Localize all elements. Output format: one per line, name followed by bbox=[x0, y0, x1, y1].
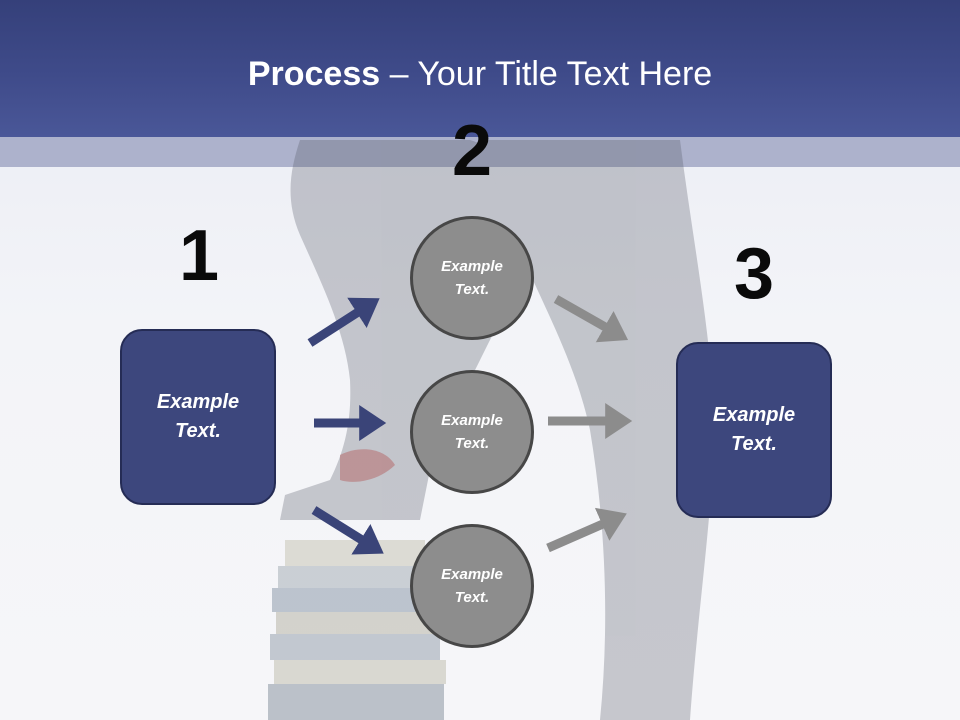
arrow-right-icon bbox=[307, 297, 380, 347]
book-stack bbox=[268, 540, 446, 720]
step-number-3: 3 bbox=[733, 234, 775, 314]
title-text: Your Title Text Here bbox=[417, 55, 713, 93]
circle-text: Example Text. bbox=[441, 412, 503, 452]
arrow-right-icon bbox=[311, 506, 384, 555]
shoe-accent bbox=[340, 449, 395, 482]
step-number-1: 1 bbox=[178, 216, 220, 296]
step-1-box[interactable]: Example Text. bbox=[120, 329, 276, 505]
title-header bbox=[0, 0, 960, 137]
step-2-circle-bottom[interactable]: Example Text. bbox=[410, 524, 534, 648]
circle-text: Example Text. bbox=[441, 258, 503, 298]
step-1-text: Example Text. bbox=[156, 391, 240, 442]
step-2-circle-top[interactable]: Example Text. bbox=[410, 216, 534, 340]
page-title: Process – Your Title Text Here bbox=[0, 52, 960, 96]
circle-text: Example Text. bbox=[441, 566, 503, 606]
title-bold: Process bbox=[247, 55, 381, 93]
header-band bbox=[0, 137, 960, 167]
step-2-circle-middle[interactable]: Example Text. bbox=[410, 370, 534, 494]
step-number-2: 2 bbox=[451, 111, 493, 191]
step-3-text: Example Text. bbox=[712, 404, 796, 455]
arrow-right-icon bbox=[546, 507, 627, 553]
title-separator: – bbox=[380, 55, 418, 93]
arrow-right-icon bbox=[553, 295, 629, 343]
step-3-box[interactable]: Example Text. bbox=[676, 342, 832, 518]
